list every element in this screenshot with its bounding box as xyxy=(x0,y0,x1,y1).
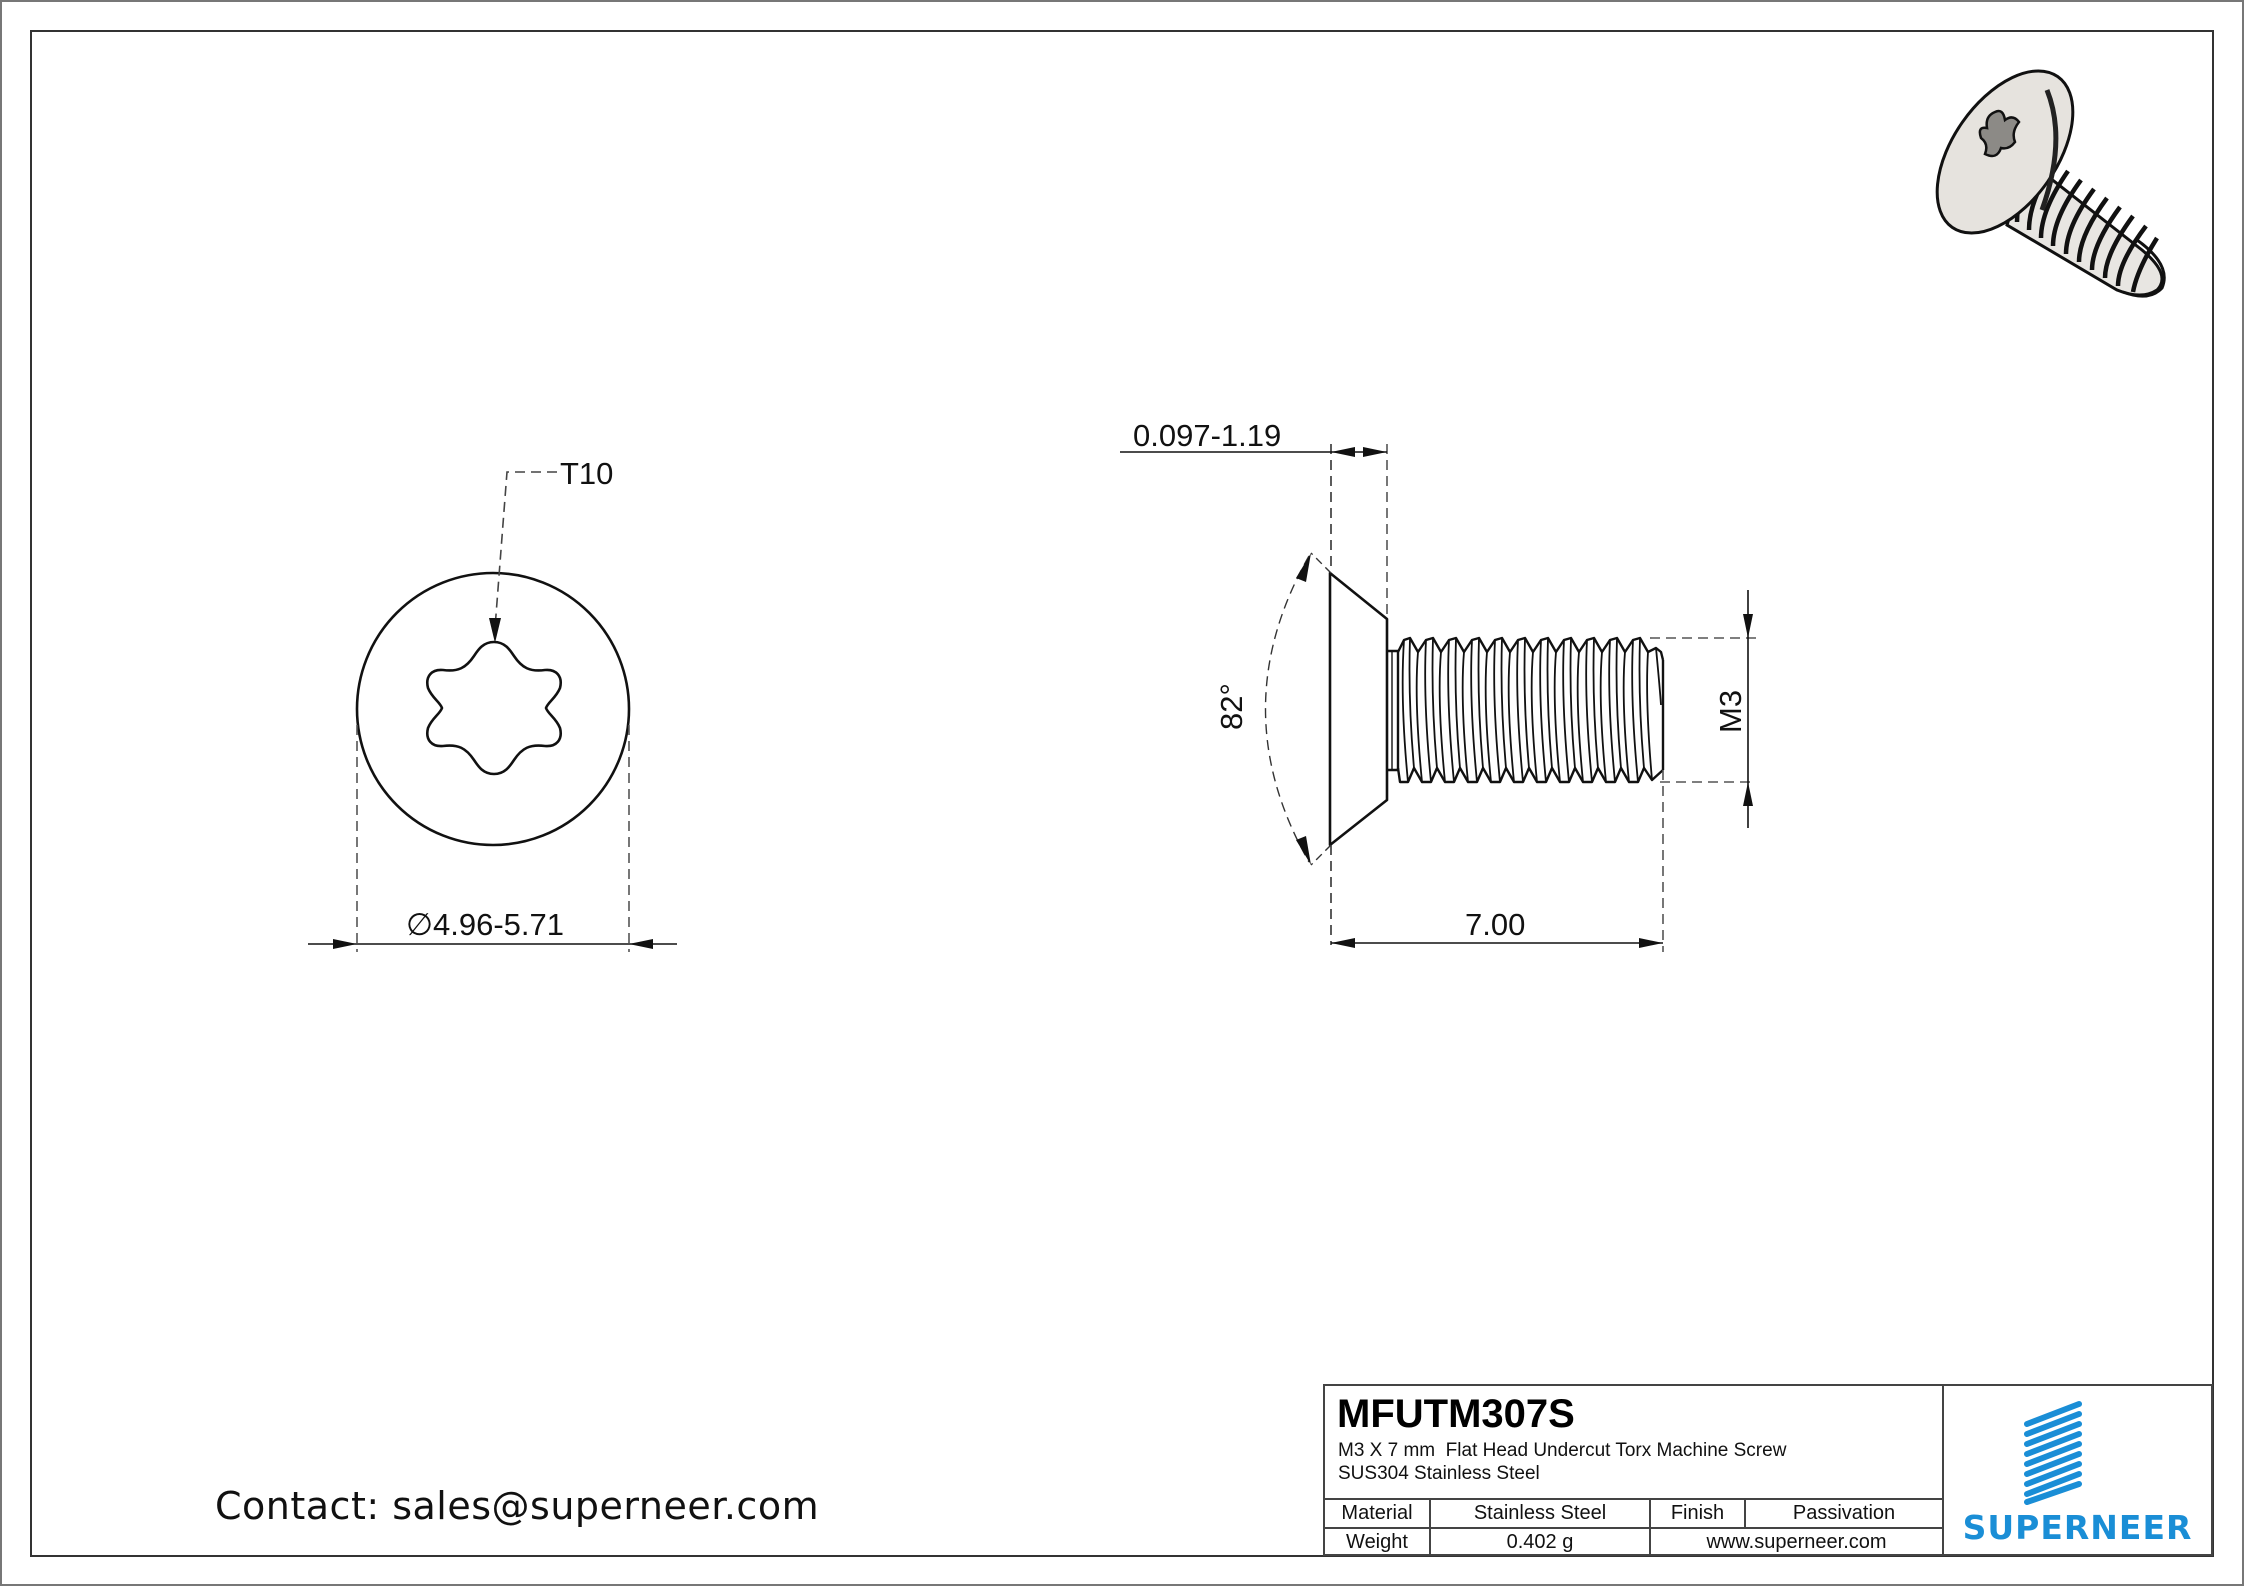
length-label: 7.00 xyxy=(1465,907,1525,942)
brand-logo: SUPERNEER xyxy=(1944,1386,2211,1554)
thread-bottom-profile xyxy=(1396,766,1664,784)
title-block: MFUTM307S M3 X 7 mm Flat Head Undercut T… xyxy=(1323,1384,2213,1556)
thread-helix-lines xyxy=(1401,637,1662,783)
angle-label: 82° xyxy=(1214,683,1249,730)
t10-leader xyxy=(494,471,557,629)
table-row: Material Stainless Steel Finish Passivat… xyxy=(1325,1498,1942,1528)
drive-label: T10 xyxy=(560,456,613,491)
front-view: T10 ∅4.96-5.71 xyxy=(308,456,677,952)
table-row: Weight 0.402 g www.superneer.com xyxy=(1325,1527,1942,1556)
side-view: 0.097-1.19 82° M3 7.00 xyxy=(1120,418,1756,952)
diameter-label: ∅4.96-5.71 xyxy=(406,907,564,942)
finish-value: Passivation xyxy=(1745,1498,1942,1528)
weight-value: 0.402 g xyxy=(1430,1527,1651,1556)
title-block-info: MFUTM307S M3 X 7 mm Flat Head Undercut T… xyxy=(1325,1386,1944,1556)
drawing-frame xyxy=(30,30,2214,1557)
head-outline xyxy=(355,571,631,847)
website-link[interactable]: www.superneer.com xyxy=(1650,1527,1942,1556)
striped-logo-icon xyxy=(2024,1401,2082,1505)
description-line1: M3 X 7 mm Flat Head Undercut Torx Machin… xyxy=(1338,1440,1787,1461)
contact-email: Contact: sales@superneer.com xyxy=(215,1484,820,1528)
isometric-screw-icon xyxy=(1935,69,2166,298)
leader-arrowhead xyxy=(489,618,501,643)
part-number: MFUTM307S xyxy=(1337,1392,1575,1436)
angle-arc xyxy=(1264,555,1310,863)
material-value: Stainless Steel xyxy=(1430,1498,1651,1528)
finish-label: Finish xyxy=(1650,1498,1746,1528)
thread-label: M3 xyxy=(1713,690,1748,733)
head-height-label: 0.097-1.19 xyxy=(1133,418,1281,453)
thread-top-profile xyxy=(1396,636,1665,661)
countersunk-head xyxy=(1328,571,1389,847)
torx-recess-icon xyxy=(426,640,562,776)
spec-table: Material Stainless Steel Finish Passivat… xyxy=(1325,1498,1942,1556)
material-label: Material xyxy=(1325,1498,1431,1528)
brand-name: SUPERNEER xyxy=(1962,1508,2193,1547)
description-line2: SUS304 Stainless Steel xyxy=(1338,1463,1540,1484)
weight-label: Weight xyxy=(1325,1527,1431,1556)
